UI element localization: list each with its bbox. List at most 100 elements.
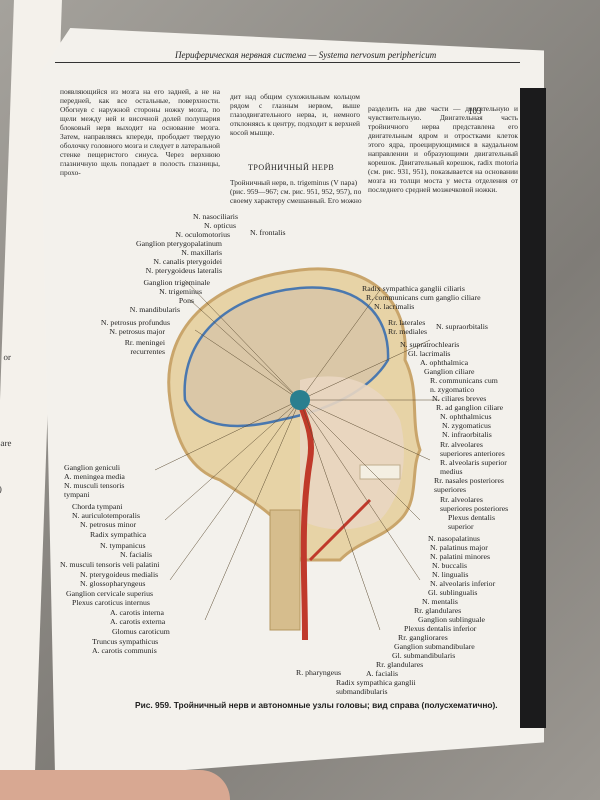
figure-label: N. opticus (203, 221, 236, 230)
figure-label: N. musculi tensoris (64, 481, 125, 490)
figure-label: superior (448, 522, 474, 531)
figure-label: N. infraorbitalis (442, 430, 492, 439)
figure-label: R. communicans cum (430, 376, 498, 385)
figure-label: superiores (434, 485, 467, 494)
figure-label: N. mentalis (422, 597, 458, 606)
figure-label: Truncus sympathicus (92, 637, 159, 646)
figure-label: Plexus dentalis inferior (404, 624, 477, 633)
figure-label: superiores anteriores (440, 449, 505, 458)
figure-label: Ganglion trigeminale (143, 278, 210, 287)
figure-label: N. tympanicus (100, 541, 146, 550)
caption-number: Рис. 959. (135, 700, 172, 710)
figure-label: N. mandibularis (129, 305, 180, 314)
figure-label: N. petrosus minor (80, 520, 137, 529)
text-column-3: разделить на две части — двигательную и … (368, 104, 518, 194)
figure-label: A. meningea media (64, 472, 125, 481)
figure-label: A. carotis interna (110, 608, 164, 617)
figure-label: Pons (178, 296, 194, 305)
figure-label: A. carotis communis (92, 646, 157, 655)
figure-label: Rr. alveolares (440, 495, 483, 504)
figure-label: superiores posteriores (440, 504, 509, 513)
figure-label: N. canalis pterygoidei (153, 257, 222, 266)
figure-label: medius (440, 467, 463, 476)
figure-label: N. zygomaticus (442, 421, 491, 430)
figure-label: N. lacrimalis (374, 302, 415, 311)
figure-label: Rr. alveolares (440, 440, 483, 449)
trigeminal-ganglion (290, 390, 310, 410)
figure-label: Ganglion ciliare (424, 367, 475, 376)
figure-label: Radix sympathica (90, 530, 147, 539)
nerve-lines (154, 279, 440, 631)
figure-label: N. glossopharyngeus (80, 579, 146, 588)
text-column-2: дит над общим сухожильным кольцом рядом … (230, 92, 360, 137)
figure-label: N. lingualis (432, 570, 469, 579)
teeth (359, 464, 401, 480)
face-region (300, 376, 404, 530)
section-title: ТРОЙНИЧНЫЙ НЕРВ (248, 163, 335, 172)
figure-label: N. alveolaris inferior (430, 579, 496, 588)
figure-label: N. palatini minores (430, 552, 490, 561)
figure-label: N. auriculotemporalis (72, 511, 140, 520)
external-carotid (308, 498, 372, 562)
figure-label: Rr. glandulares (376, 660, 424, 669)
figure-label: A. ophthalmica (420, 358, 469, 367)
figure-label: N. nasopalatinus (428, 534, 480, 543)
figure-label: N. pterygoideus medialis (80, 570, 159, 579)
figure-label: N. supraorbitalis (436, 322, 488, 331)
figure-label: Gl. lacrimalis (408, 349, 451, 358)
figure-label: R. ad ganglion ciliare (436, 403, 504, 412)
running-head: Периферическая нервная система — Systema… (175, 50, 437, 60)
figure-label-bottom: R. pharyngeus (296, 668, 342, 677)
figure-label: N. maxillaris (181, 248, 222, 257)
figure-label: N. ciliares breves (432, 394, 487, 403)
figure-label: N. pterygoideus lateralis (145, 266, 222, 275)
caption-text: Тройничный нерв и автономные узлы головы… (173, 700, 498, 710)
figure-label: Rr. meningei (124, 338, 165, 347)
figure-label: N. petrosus major (109, 327, 165, 336)
figure-label: Rr. glandulares (414, 606, 462, 615)
figure-label: Ganglion submandibulare (394, 642, 475, 651)
figure-label: Chorda tympani (72, 502, 123, 511)
figure-label: Gl. submandibularis (392, 651, 456, 660)
figure-label: N. oculomotorius (175, 230, 230, 239)
figure-label: N. petrosus profundus (100, 318, 170, 327)
figure-label: Plexus caroticus internus (72, 598, 150, 607)
figure-label: N. nasociliaris (192, 212, 238, 221)
figure-label: Radix sympathica ganglii (336, 678, 416, 687)
cervical-spine (269, 509, 301, 631)
figure-label: N. facialis (120, 550, 153, 559)
figure-label: Gl. sublingualis (428, 588, 478, 597)
header-rule (55, 62, 520, 63)
figure-label: N. musculi tensoris veli palatini (60, 560, 160, 569)
figure-label: Ganglion pterygopalatinum (136, 239, 222, 248)
book-cover-edge (520, 88, 546, 728)
figure-label: N. supratrochlearis (400, 340, 460, 349)
figure-label: Glomus caroticum (112, 627, 170, 636)
hand-shape (0, 770, 230, 800)
figure-label: Radix sympathica ganglii ciliaris (362, 284, 465, 293)
figure-label: recurrentes (130, 347, 165, 356)
figure-label: Ganglion geniculi (64, 463, 121, 472)
carotid-artery (297, 399, 314, 641)
figure-label: n. zygomatico (430, 385, 475, 394)
figure-label-frontalis: N. frontalis (250, 228, 286, 237)
figure-label: N. trigeminus (159, 287, 202, 296)
figure-label: tympani (64, 490, 90, 499)
figure-label: Rr. mediales (388, 327, 427, 336)
figure-caption: Рис. 959. Тройничный нерв и автономные у… (135, 700, 498, 710)
page-number: 103 (468, 106, 482, 116)
figure-label: Rr. laterales (388, 318, 426, 327)
figure-label: N. buccalis (432, 561, 468, 570)
figure-label: Plexus dentalis (448, 513, 495, 522)
section-intro: Тройничный нерв, n. trigeminus (V пара) … (230, 178, 362, 205)
figure-label: Rr. gangliorares (398, 633, 448, 642)
figure-label: R. alveolaris superior (440, 458, 507, 467)
figure-label: submandibularis (336, 687, 388, 696)
figure-label: Rr. nasales posteriores (434, 476, 504, 485)
figure-label: N. palatinus major (430, 543, 488, 552)
figure-label: A. carotis externa (110, 617, 166, 626)
figure-label: N. ophthalmicus (440, 412, 492, 421)
figure-label: R. communicans cum ganglio ciliare (366, 293, 481, 302)
text-column-1: появляющийся из мозга на его задней, а н… (60, 87, 220, 177)
